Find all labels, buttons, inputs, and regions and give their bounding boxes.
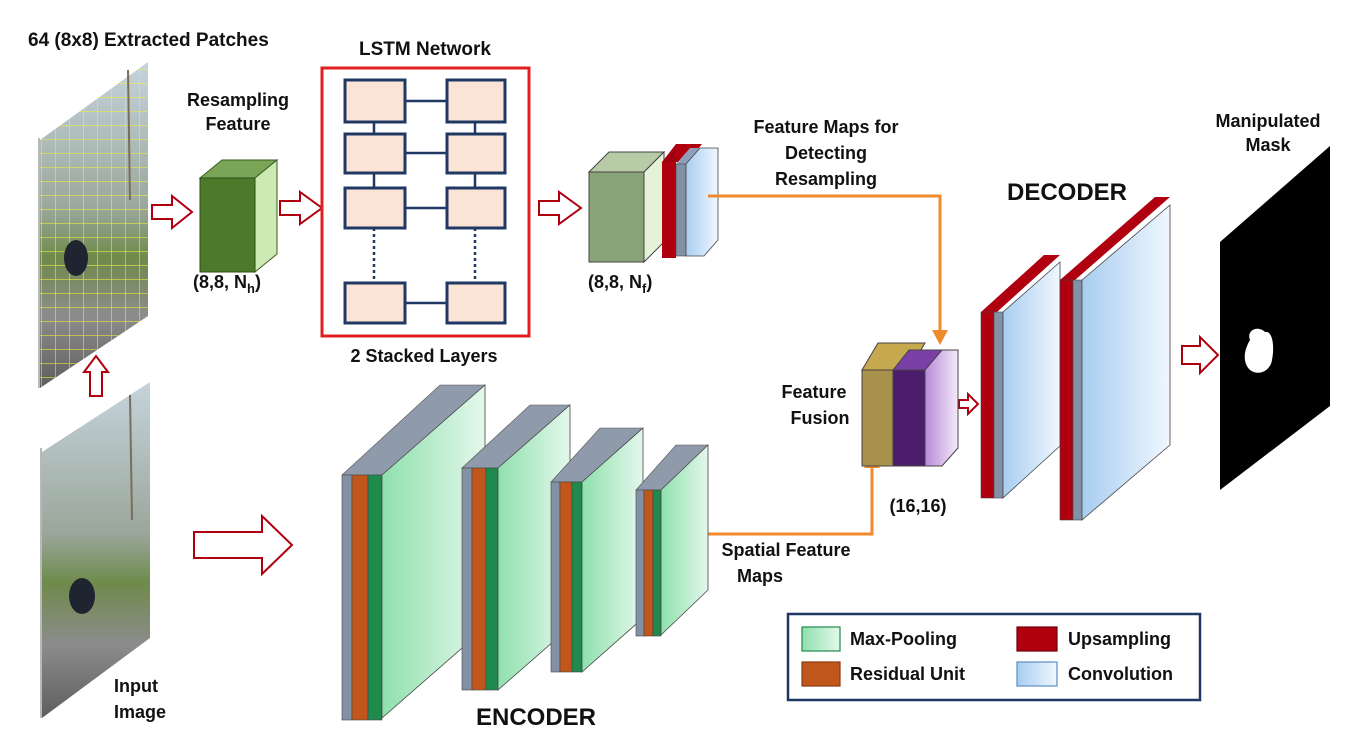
lstm-title: LSTM Network xyxy=(359,39,491,60)
resampling-dim-label: (8,8, Nh) xyxy=(193,272,261,296)
arrow-right-icon xyxy=(151,193,194,231)
resampling-feature-label-line2: Feature xyxy=(205,114,270,134)
feature-maps-layers xyxy=(662,144,719,258)
lstm-network-box xyxy=(320,66,531,338)
spatial-feature-maps-label-line1: Spatial Feature xyxy=(721,540,850,560)
resampling-feature-label-line1: Resampling xyxy=(187,90,289,110)
manipulated-mask-label-line1: Manipulated xyxy=(1215,111,1320,131)
svg-text:Upsampling: Upsampling xyxy=(1068,629,1171,649)
decoder-title: DECODER xyxy=(1007,179,1127,206)
lstm-cell xyxy=(343,78,407,124)
lstm-cell xyxy=(445,281,507,325)
arrow-right-icon xyxy=(193,513,294,577)
lstm-cell xyxy=(445,78,507,124)
input-image xyxy=(40,382,150,718)
arrow-right-icon xyxy=(1181,334,1220,376)
encoder-block-4 xyxy=(635,444,709,637)
feature-fusion-label-line1: Feature xyxy=(781,382,846,402)
feature-fusion-label-line2: Fusion xyxy=(791,408,850,428)
lstm-cell xyxy=(445,132,507,175)
legend-item-residual-unit: Residual Unit xyxy=(801,661,965,687)
mask-blob-icon xyxy=(1244,328,1274,373)
up-arrow-icon xyxy=(82,354,110,397)
fusion-dim-label: (16,16) xyxy=(889,496,946,516)
lstm-cell xyxy=(343,281,407,325)
feature-fusion-block xyxy=(861,342,960,467)
svg-text:Max-Pooling: Max-Pooling xyxy=(850,629,957,649)
feature-maps-title-line2: Detecting xyxy=(785,143,867,163)
resampling-feature-cube xyxy=(198,158,279,274)
input-image-label-line2: Image xyxy=(114,702,166,722)
encoder-title: ENCODER xyxy=(476,704,596,731)
lstm-cell xyxy=(445,186,507,230)
arrow-right-icon xyxy=(279,190,324,226)
stacked-layers-label: 2 Stacked Layers xyxy=(350,346,497,366)
patches-title: 64 (8x8) Extracted Patches xyxy=(28,30,269,51)
arrow-right-icon xyxy=(538,190,583,226)
extracted-patches-image xyxy=(38,62,148,388)
decoder-block-2 xyxy=(1059,197,1171,521)
feature-maps-title-line3: Resampling xyxy=(775,169,877,189)
manipulated-mask-image xyxy=(1220,146,1330,490)
spatial-flow-line xyxy=(700,452,880,536)
arrow-right-icon xyxy=(958,391,980,417)
svg-text:Convolution: Convolution xyxy=(1068,664,1173,684)
decoder-block-1 xyxy=(980,255,1061,499)
legend-item-max-pooling: Max-Pooling xyxy=(801,626,957,652)
feature-maps-dim-label: (8,8, Nf) xyxy=(588,272,652,296)
legend: Max-Pooling Upsampling Residual Unit Con… xyxy=(786,612,1202,702)
encoder-block-3 xyxy=(550,427,644,673)
lstm-cell xyxy=(343,132,407,175)
input-image-label-line1: Input xyxy=(114,676,158,696)
legend-item-convolution: Convolution xyxy=(1016,661,1173,687)
resampling-flow-line xyxy=(708,194,948,345)
legend-item-upsampling: Upsampling xyxy=(1016,626,1171,652)
svg-text:Residual Unit: Residual Unit xyxy=(850,664,965,684)
spatial-feature-maps-label-line2: Maps xyxy=(737,566,783,586)
manipulated-mask-label-line2: Mask xyxy=(1245,135,1291,155)
lstm-cell xyxy=(343,186,407,230)
feature-maps-title-line1: Feature Maps for xyxy=(753,117,898,137)
encoder-block-1 xyxy=(341,384,486,721)
feature-maps-cube xyxy=(587,150,666,264)
